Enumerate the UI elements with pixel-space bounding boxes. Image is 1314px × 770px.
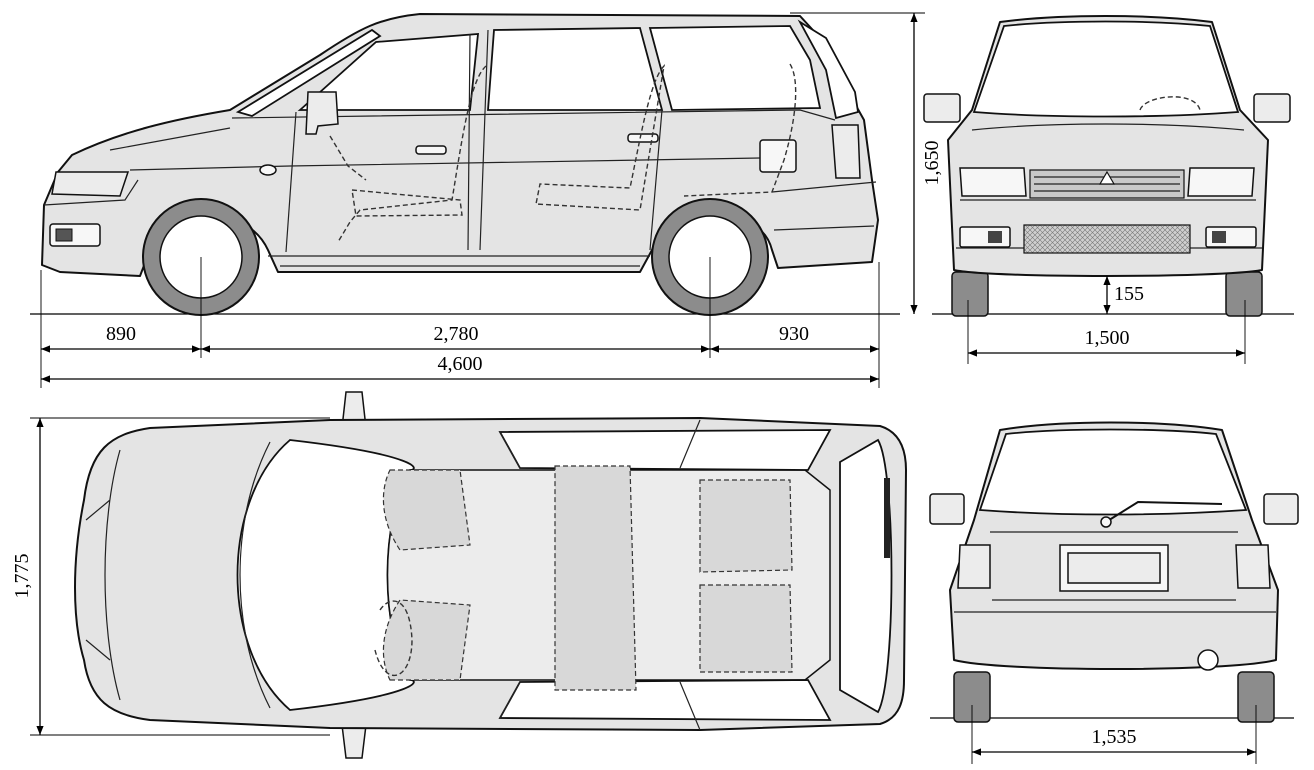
rear-track-label: 1,535 <box>1092 726 1137 748</box>
side-rear-lamp <box>759 139 797 173</box>
ground-clearance-label: 155 <box>1114 283 1144 305</box>
top-front-right-seat <box>382 599 471 681</box>
rear-exhaust <box>1197 649 1219 671</box>
side-front-seat <box>337 65 487 243</box>
top-door-lines <box>499 419 701 731</box>
side-front-door-handle <box>415 145 447 155</box>
front-windscreen <box>972 20 1240 118</box>
front-left-fog-bulb <box>988 231 1002 243</box>
overall-width-label: 1,775 <box>11 554 33 599</box>
rear-right-mirror <box>1263 493 1299 525</box>
wheelbase-label: 2,780 <box>434 323 479 345</box>
front-view: 155 1,500 <box>923 15 1294 364</box>
top-hood-lines <box>85 441 271 709</box>
front-left-tire <box>951 271 989 317</box>
front-right-tire <box>1225 271 1263 317</box>
top-left-side-glass <box>498 429 832 471</box>
front-overhang-label: 890 <box>106 323 136 345</box>
rear-license-plate-inner <box>1067 552 1161 584</box>
side-steering-wheel <box>329 135 367 181</box>
side-tail-light <box>831 124 861 179</box>
rear-overhang-label: 930 <box>779 323 809 345</box>
front-emblem-icon <box>1098 170 1116 185</box>
overall-height-label: 1,650 <box>921 141 943 186</box>
rear-tailgate-lines <box>954 531 1276 613</box>
front-left-fog-lamp <box>959 226 1011 248</box>
front-right-mirror <box>1253 93 1291 123</box>
overall-length-label: 4,600 <box>438 353 483 375</box>
rear-right-tail-lamp <box>1235 544 1271 589</box>
front-left-mirror <box>923 93 961 123</box>
front-left-headlamp <box>959 167 1027 197</box>
side-belt-line <box>109 109 836 151</box>
top-view: 1,775 <box>11 391 907 759</box>
front-right-headlamp <box>1187 167 1255 197</box>
front-right-fog-bulb <box>1212 231 1226 243</box>
side-front-seat-base <box>351 189 463 217</box>
side-character-line <box>129 157 761 171</box>
rear-left-mirror <box>929 493 965 525</box>
top-second-row-seat <box>554 465 637 691</box>
side-windscreen-pillar <box>235 28 382 117</box>
top-third-row-left-seat <box>699 479 793 573</box>
side-sliding-door-handle <box>627 133 659 143</box>
side-middle-window <box>487 27 664 111</box>
top-right-mirror <box>341 724 367 759</box>
side-front-window <box>297 33 480 111</box>
side-view: 890 2,780 930 4,600 1,650 <box>30 12 943 388</box>
top-right-side-glass <box>498 679 832 721</box>
side-bumper-line <box>43 179 877 231</box>
top-rear-window <box>839 438 893 714</box>
side-headlamp <box>51 171 130 197</box>
front-lower-intake <box>1023 224 1191 254</box>
rear-view: 1,535 <box>929 421 1299 764</box>
front-track-label: 1,500 <box>1085 327 1130 349</box>
top-front-left-seat <box>382 469 471 551</box>
side-front-door-outline <box>285 33 471 253</box>
front-steering-wheel <box>1139 96 1201 111</box>
side-rear-window <box>648 25 822 111</box>
top-third-row-right-seat <box>699 584 793 673</box>
side-tailgate-window <box>797 19 860 120</box>
rear-window <box>978 428 1248 516</box>
top-rear-wiper <box>884 478 890 558</box>
side-third-seat <box>683 63 797 197</box>
rear-wiper-pivot <box>1100 516 1112 528</box>
side-marker-lamp <box>259 164 277 176</box>
side-sill-line <box>268 255 650 267</box>
side-second-seat <box>535 63 666 211</box>
side-mirror <box>305 91 339 135</box>
rear-left-tail-lamp <box>957 544 991 589</box>
rear-wiper <box>1105 500 1223 523</box>
side-fog-bulb <box>55 228 73 242</box>
side-sliding-door-outline <box>479 29 663 251</box>
top-steering-wheel <box>374 600 413 677</box>
